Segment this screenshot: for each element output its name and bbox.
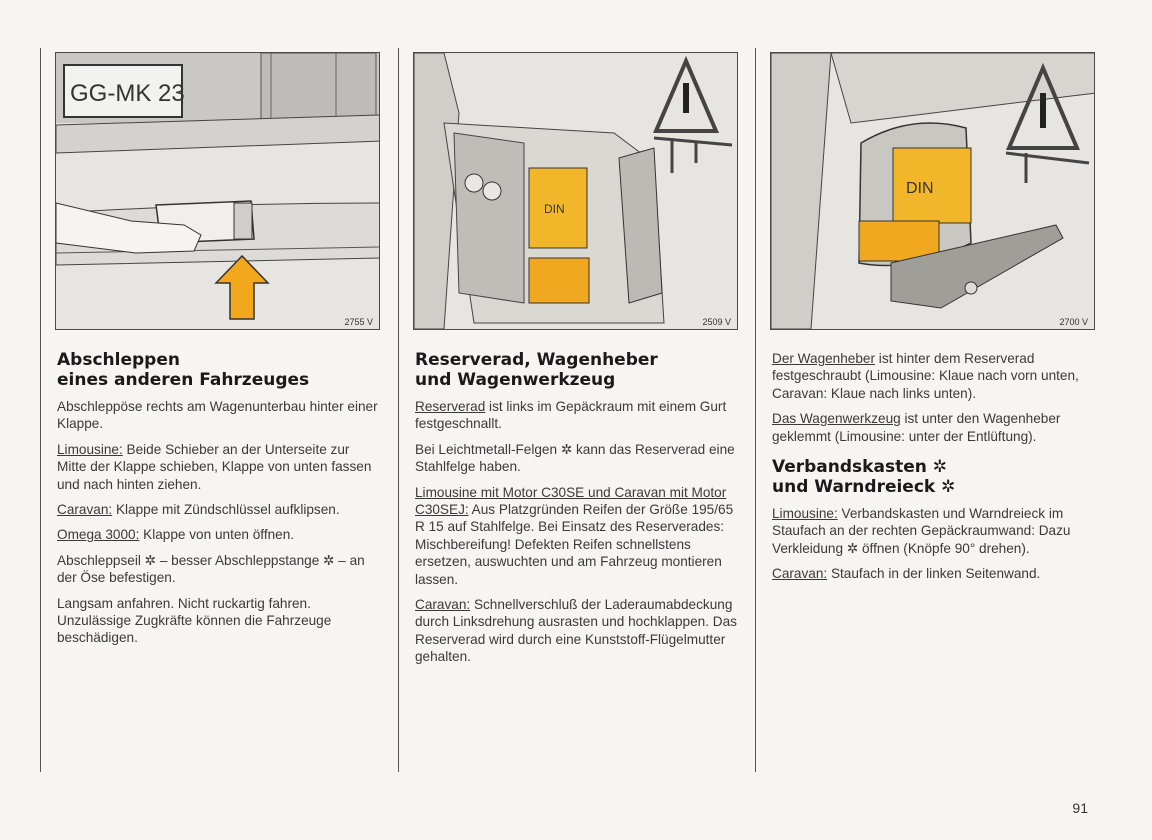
towing-illustration: GG-MK 23 — [56, 53, 379, 329]
figure-spare-wheel: DIN 2509 V — [413, 52, 738, 330]
figure-number: 2755 V — [344, 317, 373, 327]
paragraph: Limousine: Beide Schieber an der Unterse… — [57, 441, 372, 492]
column-divider-2 — [755, 48, 756, 772]
paragraph: Bei Leichtmetall-Felgen ✲ kann das Reser… — [415, 441, 735, 475]
paragraph: Limousine mit Motor C30SE und Caravan mi… — [415, 484, 734, 587]
paragraph: Limousine: Verbandskasten und Warndreiec… — [772, 506, 1071, 556]
heading-first-aid: Verbandskasten ✲und Warndreieck ✲ — [772, 457, 956, 498]
column-first-aid: DIN 2700 V Der Wagenheber ist hinter dem… — [770, 52, 1095, 591]
kit-label: DIN — [544, 202, 565, 216]
column-divider-1 — [398, 48, 399, 772]
paragraph: Langsam anfahren. Nicht ruckartig fahren… — [57, 595, 332, 646]
trunk-illustration: DIN — [414, 53, 737, 329]
paragraph: Reserverad ist links im Gepäckraum mit e… — [415, 399, 727, 432]
figure-first-aid: DIN 2700 V — [770, 52, 1095, 330]
kit-label: DIN — [906, 180, 934, 197]
paragraph: Das Wagenwerkzeug ist unter den Wagenheb… — [772, 411, 1061, 444]
page-number: 91 — [1072, 800, 1088, 816]
left-margin-rule — [40, 48, 41, 772]
paragraph: Abschleppseil ✲ – besser Abschleppstange… — [57, 552, 365, 586]
plate-text: GG-MK 23 — [70, 80, 185, 107]
paragraph: Omega 3000: Klappe von unten öffnen. — [57, 527, 295, 543]
paragraph: Caravan: Schnellverschluß der Laderaumab… — [415, 597, 737, 665]
figure-towing-eye: GG-MK 23 2755 V — [55, 52, 380, 330]
figure-number: 2700 V — [1059, 317, 1088, 327]
paragraph: Der Wagenheber ist hinter dem Reserverad… — [772, 351, 1079, 401]
paragraph: Caravan: Klappe mit Zündschlüssel aufkli… — [57, 502, 340, 518]
figure-number: 2509 V — [702, 317, 731, 327]
paragraph: Caravan: Staufach in der linken Seitenwa… — [772, 566, 1041, 582]
storage-compartment-illustration: DIN — [771, 53, 1094, 329]
paragraph: Abschleppöse rechts am Wagenunterbau hin… — [57, 399, 378, 432]
